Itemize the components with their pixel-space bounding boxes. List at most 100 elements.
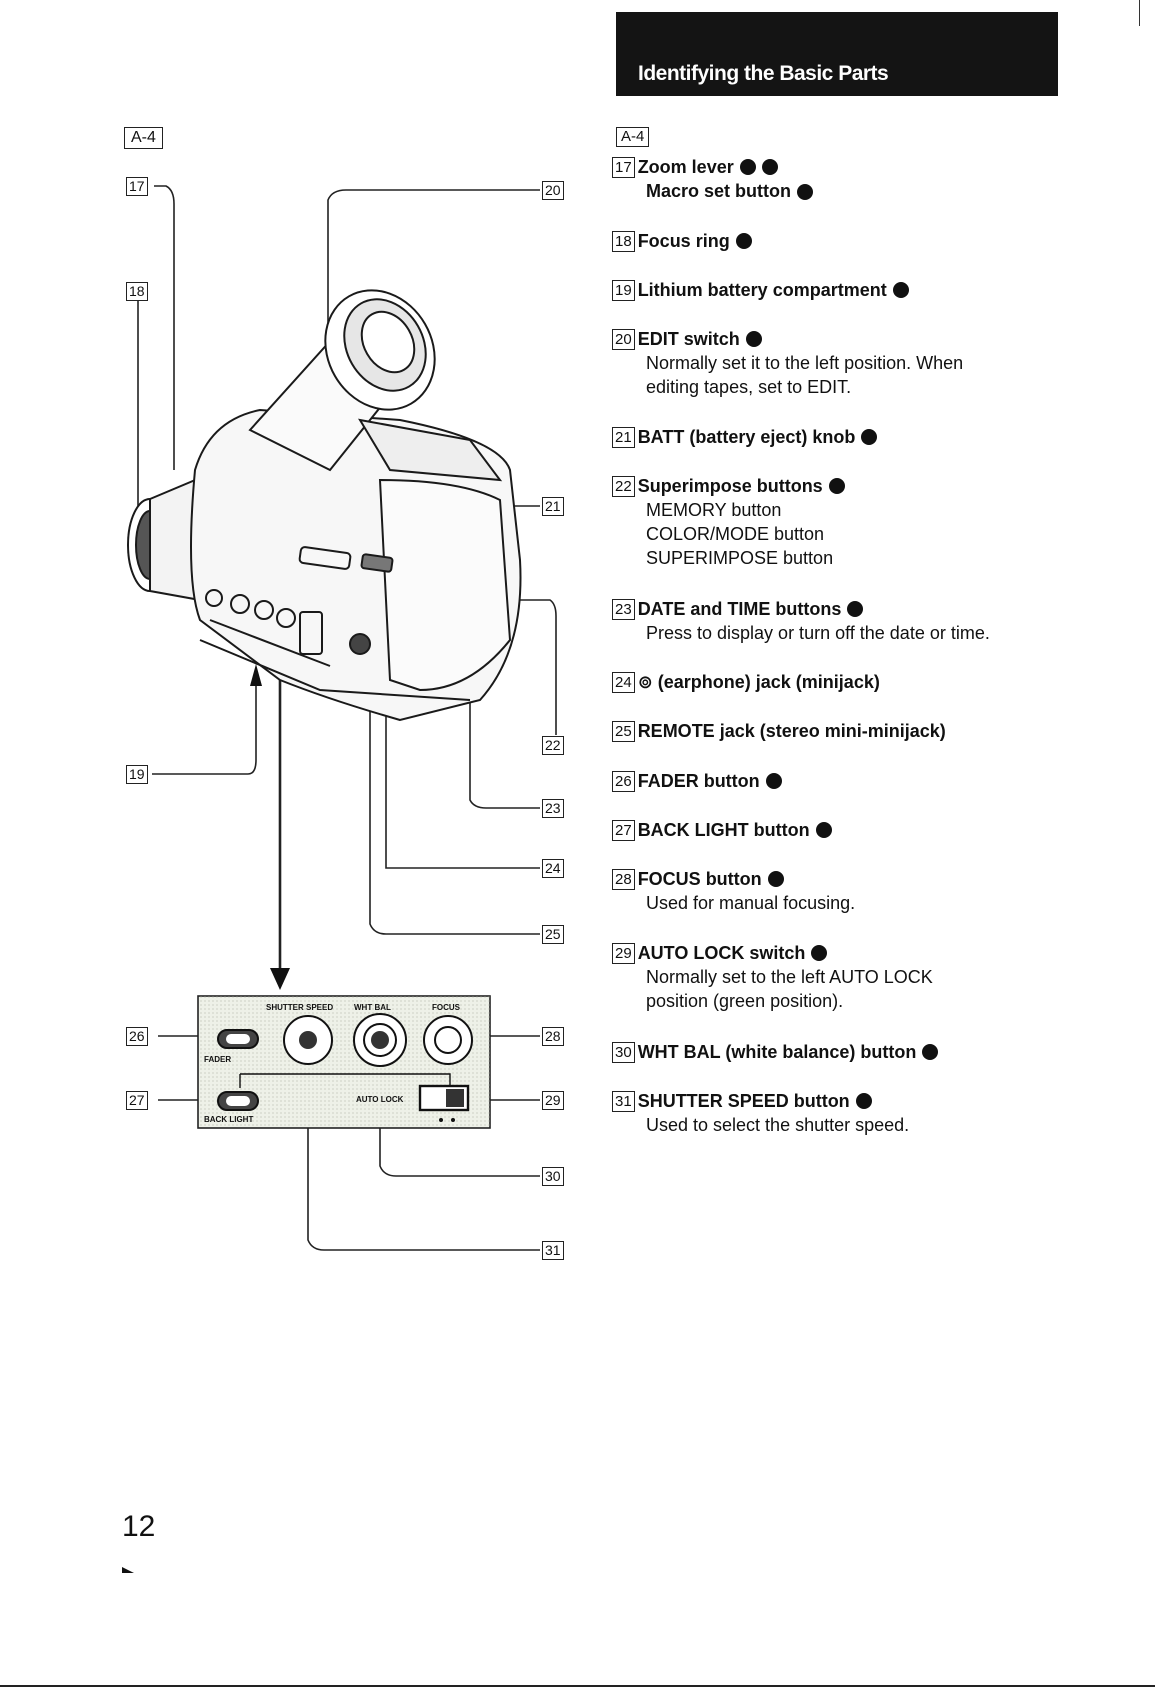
part-title: ⊚ (earphone) jack (minijack) [637,672,880,692]
part-description: Used for manual focusing. [612,891,1132,915]
callout-30: 30 [542,1167,564,1186]
leader-25 [369,700,540,935]
part-number: 17 [612,156,635,178]
part-description: COLOR/MODE button [612,522,1132,546]
panel-label-wht-bal: WHT BAL [354,1003,391,1012]
part-number: 21 [612,426,635,448]
part-number: 29 [612,942,635,964]
page-reference-icon [761,159,778,175]
header-bar: Identifying the Basic Parts [616,12,1058,96]
leader-30 [379,1060,540,1177]
part-title: FADER button [637,771,760,791]
page-reference-icon [892,282,909,298]
part-description-text: MEMORY button [646,500,782,520]
panel-label-shutter-speed: SHUTTER SPEED [266,1003,333,1012]
part-title: WHT BAL (white balance) button [637,1042,917,1062]
part-description-text: position (green position). [646,991,844,1011]
page-reference-icon [811,945,828,961]
part-heading: 24⊚ (earphone) jack (minijack) [612,670,1132,694]
control-panel [197,995,491,1129]
part-description-text: Normally set it to the left position. Wh… [646,353,964,373]
part-title: AUTO LOCK switch [637,943,806,963]
page-reference-icon [745,331,762,347]
part-number: 24 [612,671,635,693]
part-title: Lithium battery compartment [637,280,887,300]
part-description-text: editing tapes, set to EDIT. [646,377,852,397]
part-title: Focus ring [637,231,730,251]
part-number: 27 [612,819,635,841]
part-title: Zoom lever [637,157,734,177]
page-number: 12 [122,1510,156,1543]
part-description-text: Press to display or turn off the date or… [646,623,990,643]
page-title: Identifying the Basic Parts [638,62,889,85]
part-description: Normally set to the left AUTO LOCK [612,965,1132,989]
leader-22 [355,599,557,735]
leader-20 [327,189,540,555]
section-label: A-4 [616,127,650,147]
callout-22: 22 [542,736,564,755]
page-reference-icon [828,478,845,494]
part-description: Used to select the shutter speed. [612,1113,1132,1137]
callout-24: 24 [542,859,564,878]
callout-29: 29 [542,1091,564,1110]
part-number: 26 [612,770,635,792]
callout-19: 19 [126,765,148,784]
part-description-text: COLOR/MODE button [646,524,825,544]
part-title: REMOTE jack (stereo mini-minijack) [637,721,946,741]
callout-28: 28 [542,1027,564,1046]
callout-23: 23 [542,799,564,818]
callout-26: 26 [126,1027,148,1046]
part-description-text: Macro set button [646,181,792,201]
page-reference-icon [735,233,752,249]
part-number: 19 [612,279,635,301]
bottom-rule [0,1685,1155,1687]
part-description-text: SUPERIMPOSE button [646,548,834,568]
callout-17: 17 [126,177,148,196]
leader-19 [152,668,257,775]
part-description-text: Used for manual focusing. [646,893,856,913]
figure-label: A-4 [124,127,163,149]
part-description: Normally set it to the left position. Wh… [612,351,1132,375]
page-reference-icon [922,1044,939,1060]
part-item: 24⊚ (earphone) jack (minijack) [612,670,1132,694]
panel-label-fader: FADER [204,1055,231,1064]
panel-label-focus: FOCUS [432,1003,461,1012]
panel-label-auto-lock: AUTO LOCK [356,1095,404,1104]
part-description: Press to display or turn off the date or… [612,621,1132,645]
part-number: 28 [612,868,635,890]
part-description-text: Used to select the shutter speed. [646,1115,910,1135]
part-title: FOCUS button [637,869,762,889]
leader-23 [469,670,540,809]
page-reference-icon [861,429,878,445]
part-number: 23 [612,598,635,620]
callout-18: 18 [126,282,148,301]
leader-31 [307,1046,540,1251]
page-reference-icon [765,773,782,789]
page-reference-icon [847,601,864,617]
page-reference-icon [739,159,756,175]
part-description: editing tapes, set to EDIT. [612,375,1132,399]
page-reference-icon [797,184,814,201]
